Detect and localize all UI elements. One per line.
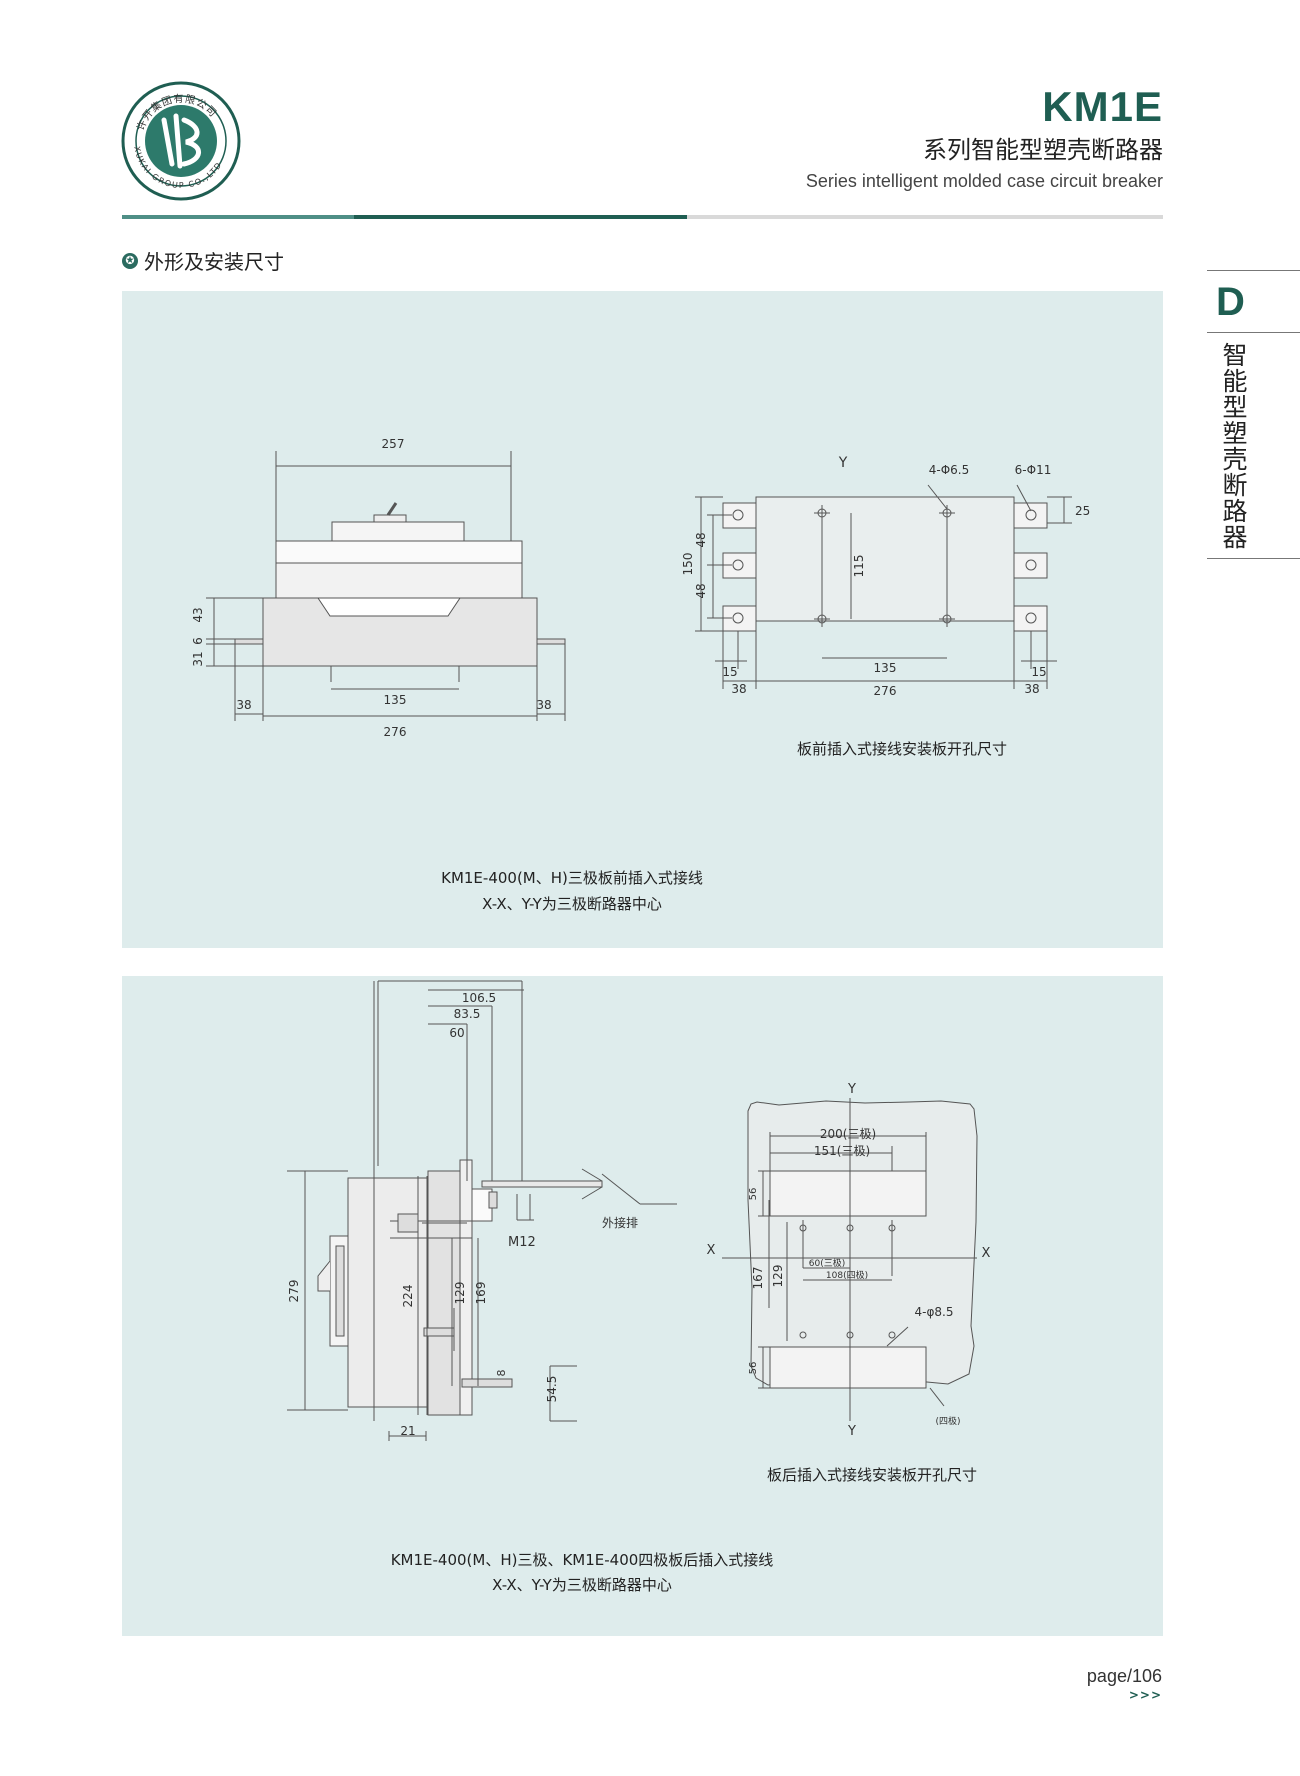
- dim-135-front: 135: [384, 693, 407, 707]
- rear-axis-y-top: Y: [847, 1082, 856, 1097]
- bolt-label: M12: [508, 1235, 536, 1250]
- side-dim-279: 279: [287, 1280, 301, 1303]
- side-tab-letter: D: [1216, 280, 1245, 324]
- plate-hole-big: 6-Φ11: [1015, 463, 1052, 477]
- rear-axis-y-bottom: Y: [847, 1424, 856, 1439]
- side-dim-224: 224: [401, 1285, 415, 1308]
- rear-plate-caption: 板后插入式接线安装板开孔尺寸: [766, 1466, 977, 1484]
- plate-dim-15-right: 15: [1031, 665, 1046, 679]
- rear-dim-167: 167: [751, 1267, 765, 1290]
- plate-dim-38-right: 38: [1024, 682, 1039, 696]
- side-tab-text: 智能型塑壳断路器: [1219, 342, 1248, 550]
- side-dim-129: 129: [453, 1282, 467, 1305]
- section-title-text: 外形及安装尺寸: [144, 250, 284, 274]
- product-title-en: Series intelligent molded case circuit b…: [805, 171, 1163, 191]
- side-dim-169: 169: [474, 1282, 488, 1305]
- panel-front-connection: 257 43 6 31 135 38 38 276: [122, 291, 1163, 948]
- dim-38-right: 38: [536, 698, 551, 712]
- side-dim-21: 21: [400, 1424, 415, 1438]
- front-connection-drawing: 257 43 6 31 135 38 38 276: [191, 437, 1090, 739]
- product-title-cn: 系列智能型塑壳断路器: [923, 136, 1163, 164]
- section-title: ✪ 外形及安装尺寸: [122, 246, 284, 275]
- company-logo: 许开集团有限公司 XUKAI GROUP CO.,LTD: [120, 80, 242, 202]
- dim-31: 31: [191, 651, 205, 666]
- side-dim-106-5: 106.5: [462, 991, 496, 1005]
- rear-dim-56-bottom: 56: [748, 1362, 759, 1375]
- side-dim-54-5: 54.5: [545, 1376, 559, 1403]
- side-tab: D 智能型塑壳断路器: [1207, 270, 1300, 560]
- panel2-caption-line2: X-X、Y-Y为三极断路器中心: [492, 1576, 672, 1594]
- panel1-caption-line1: KM1E-400(M、H)三极板前插入式接线: [441, 869, 703, 887]
- dim-6: 6: [191, 637, 205, 645]
- rear-dim-200: 200(三极): [820, 1127, 876, 1141]
- rear-label-four-pole: (四极): [935, 1415, 960, 1427]
- plate-dim-25: 25: [1075, 504, 1090, 518]
- dim-38-left: 38: [236, 698, 251, 712]
- next-arrows-icon: >>>: [1128, 1688, 1162, 1702]
- plate-axis-y: Y: [838, 455, 848, 471]
- dim-257: 257: [382, 437, 405, 451]
- rear-dim-129: 129: [771, 1265, 785, 1288]
- plate-hole-small: 4-Φ6.5: [929, 463, 970, 477]
- plate-dim-276: 276: [874, 684, 897, 698]
- plate-dim-48b: 48: [694, 583, 708, 598]
- plate-caption: 板前插入式接线安装板开孔尺寸: [796, 740, 1007, 758]
- rear-axis-x-right: X: [982, 1246, 991, 1261]
- page-number: page/106: [1086, 1666, 1162, 1686]
- side-dim-60: 60: [449, 1026, 464, 1040]
- plate-dim-15-left: 15: [722, 665, 737, 679]
- plate-dim-115: 115: [852, 555, 866, 578]
- rear-holes: 4-φ8.5: [915, 1305, 954, 1319]
- rear-axis-x-left: X: [707, 1243, 716, 1258]
- busbar-label: 外接排: [602, 1215, 638, 1230]
- side-dim-8: 8: [495, 1370, 508, 1377]
- product-model: KM1E: [1042, 83, 1163, 130]
- panel-rear-connection: 106.5 83.5 60 279 224 129 169 8 54.5 21 …: [122, 976, 1163, 1636]
- rear-dim-108: 108(四极): [826, 1269, 868, 1281]
- rear-dim-151: 151(三极): [814, 1144, 870, 1158]
- dim-276-front: 276: [384, 725, 407, 739]
- side-dim-83-5: 83.5: [454, 1007, 481, 1021]
- plate-dim-48a: 48: [694, 532, 708, 547]
- rear-dim-60: 60(三极): [809, 1257, 845, 1269]
- plate-dim-38-left: 38: [731, 682, 746, 696]
- plate-dim-135: 135: [874, 661, 897, 675]
- rear-connection-drawing: 106.5 83.5 60 279 224 129 169 8 54.5 21 …: [287, 980, 991, 1441]
- star-bullet-icon: ✪: [122, 252, 138, 269]
- plate-dim-150: 150: [681, 553, 695, 576]
- panel1-caption-line2: X-X、Y-Y为三极断路器中心: [482, 895, 662, 913]
- panel2-caption-line1: KM1E-400(M、H)三极、KM1E-400四极板后插入式接线: [390, 1551, 774, 1569]
- rear-dim-56-top: 56: [748, 1188, 759, 1201]
- dim-43: 43: [191, 607, 205, 622]
- header-rule: [122, 215, 1163, 219]
